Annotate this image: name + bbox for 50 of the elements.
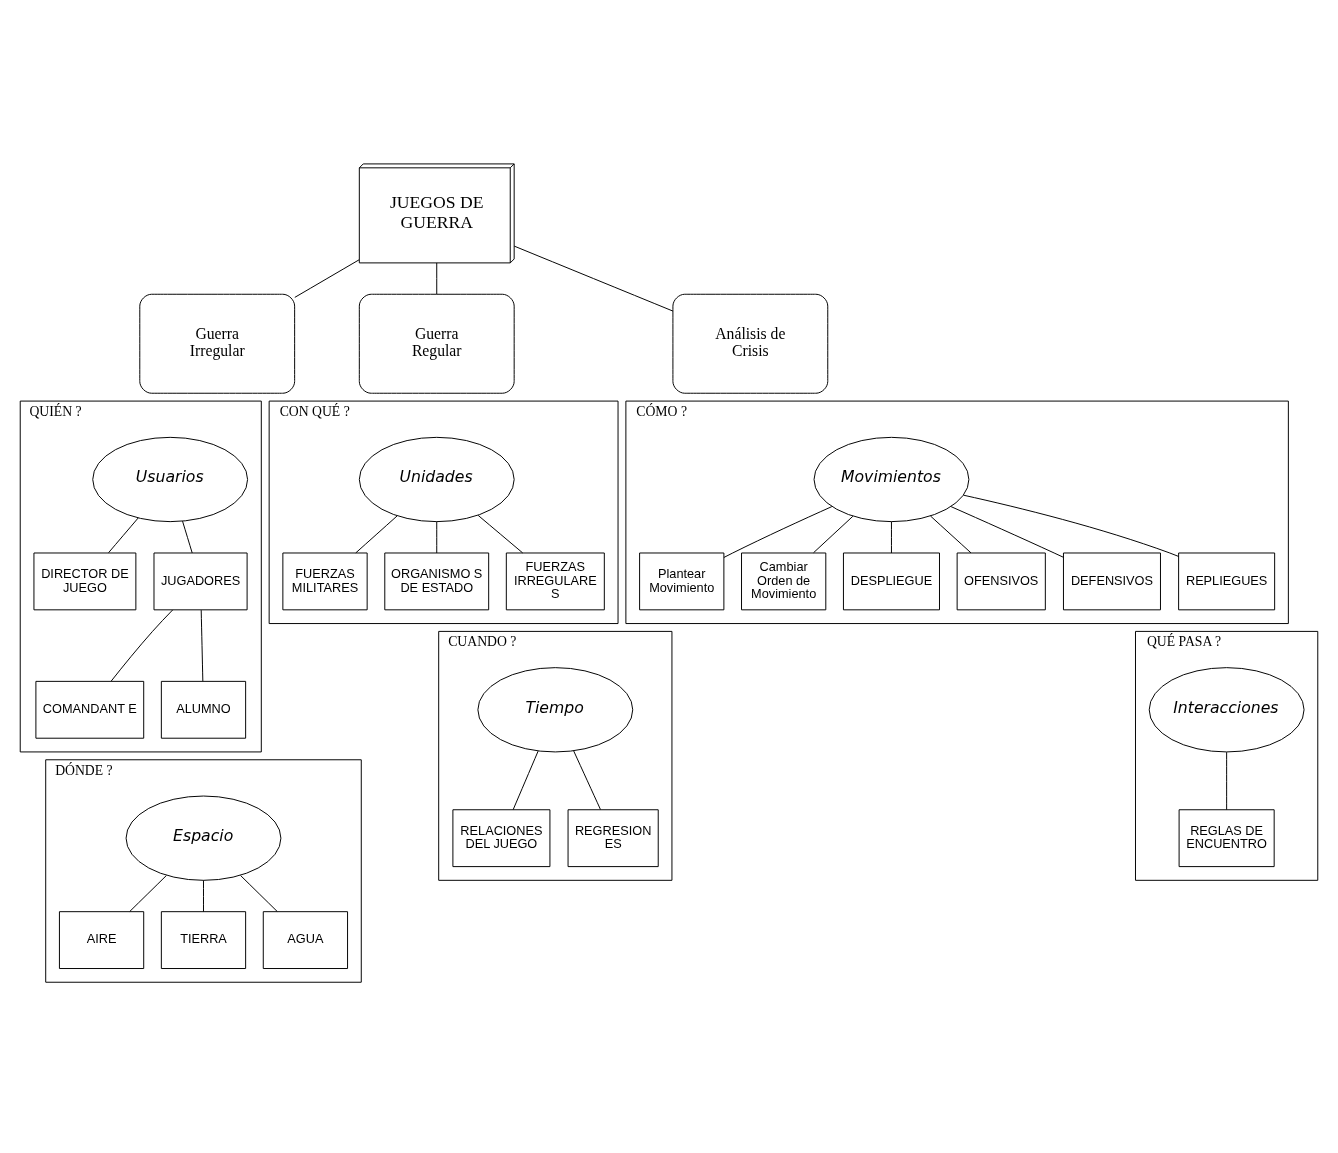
node-box: DEFENSIVOS: [1062, 552, 1161, 610]
node-box: Guerra Irregular: [139, 293, 296, 394]
connector: [294, 258, 360, 298]
connector: [723, 505, 833, 558]
node-box: ALUMNO: [160, 680, 247, 739]
node-box: ORGANISMO S DE ESTADO: [384, 552, 490, 610]
node-box: FUERZAS IRREGULARE S: [505, 552, 605, 610]
node-ellipse: Interacciones: [1148, 666, 1305, 752]
node-box: Análisis de Crisis: [672, 293, 829, 394]
node-box: FUERZAS MILITARES: [282, 552, 368, 610]
connector: [930, 515, 972, 553]
node-box: Plantear Movimiento: [639, 552, 725, 610]
node-box: DIRECTOR DE JUEGO: [33, 552, 137, 610]
connector: [355, 515, 398, 553]
connector: [891, 520, 892, 553]
node-ellipse: Unidades: [358, 436, 515, 522]
connector: [203, 879, 204, 912]
node-box: REGLAS DE ENCUENTRO: [1178, 808, 1275, 867]
node-ellipse: Movimientos: [813, 436, 970, 522]
node-ellipse: Tiempo: [477, 666, 634, 752]
connector: [182, 520, 193, 553]
node-box: Cambiar Orden de Movimiento: [741, 552, 827, 610]
connector: [200, 609, 204, 682]
connector: [110, 608, 174, 682]
connector: [108, 517, 139, 553]
connector: [963, 494, 1179, 557]
connector: [240, 874, 278, 912]
node-box: OFENSIVOS: [956, 552, 1046, 610]
connector: [436, 261, 438, 295]
connector: [813, 515, 854, 553]
node-box: TIERRA: [160, 910, 247, 969]
node-box: AGUA: [262, 910, 349, 969]
node-box: JUGADORES: [153, 552, 248, 610]
connector: [512, 750, 539, 810]
connector: [129, 874, 167, 912]
connector: [950, 505, 1064, 558]
connector: [573, 749, 601, 810]
node-box: DESPLIEGUE: [842, 552, 940, 610]
node-box: REPLIEGUES: [1178, 552, 1276, 610]
node-box: Guerra Regular: [358, 293, 515, 394]
node-ellipse: Usuarios: [92, 436, 249, 522]
node-box: REGRESION ES: [567, 808, 659, 867]
node-box: RELACIONES DEL JUEGO: [452, 808, 551, 867]
node-ellipse: Espacio: [125, 795, 282, 881]
node-box: COMANDANT E: [35, 680, 145, 739]
node-box: AIRE: [58, 910, 145, 969]
connector: [477, 514, 524, 553]
connector: [513, 245, 674, 312]
connector: [436, 520, 438, 553]
connector: [1226, 751, 1228, 810]
